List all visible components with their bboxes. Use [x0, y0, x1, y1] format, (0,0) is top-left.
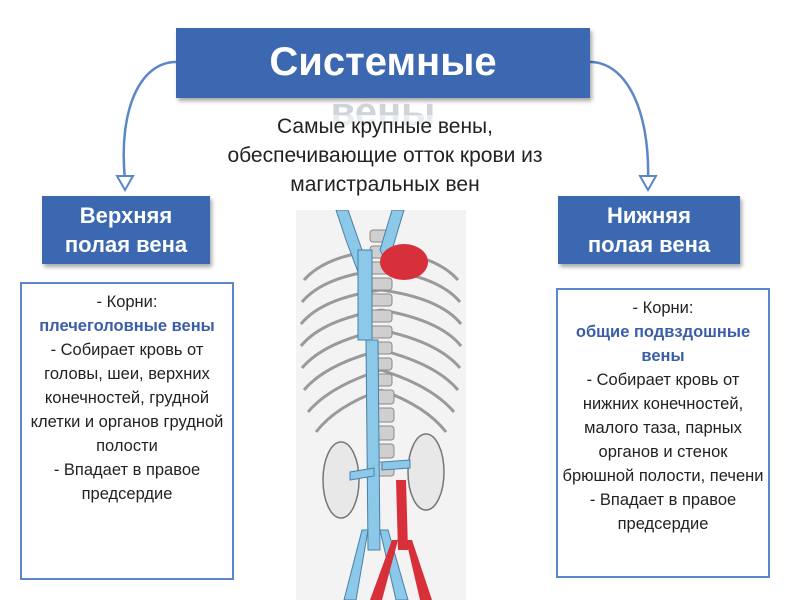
- inferior-drains-text: - Впадает в правое предсердие: [589, 491, 737, 533]
- superior-heading-line1: Верхняя: [79, 203, 173, 228]
- definition-line2: обеспечивающие отток крови из: [227, 144, 543, 167]
- title-line1: Системные: [269, 40, 497, 84]
- inferior-vena-cava-card: - Корни: общие подвздошные вены - Собира…: [556, 288, 770, 578]
- arteries-drawing: [370, 244, 432, 600]
- superior-roots-value: плечеголовные вены: [39, 317, 215, 335]
- superior-heading-line2: полая вена: [64, 232, 188, 257]
- superior-roots-label: - Корни:: [96, 293, 158, 311]
- inferior-heading-line1: Нижняя: [607, 203, 691, 228]
- superior-collects-text: - Собирает кровь от головы, шеи, верхних…: [30, 341, 224, 455]
- arrow-left-head: [115, 175, 135, 193]
- definition-text: Самые крупные вены, обеспечивающие отток…: [170, 112, 600, 199]
- definition-line3: магистральных вен: [290, 173, 480, 196]
- arrow-right-head: [638, 175, 658, 193]
- superior-vena-cava-heading: Верхняя полая вена: [42, 196, 210, 264]
- inferior-vena-cava-heading: Нижняя полая вена: [558, 196, 740, 264]
- inferior-collects-text: - Собирает кровь от нижних конечностей, …: [562, 371, 764, 485]
- anatomy-illustration: [296, 210, 466, 600]
- superior-vena-cava-card: - Корни: плечеголовные вены - Собирает к…: [20, 282, 234, 580]
- inferior-heading-line2: полая вена: [587, 232, 711, 257]
- title-box: Системные вены: [176, 28, 590, 134]
- inferior-roots-value: общие подвздошные вены: [575, 323, 751, 365]
- inferior-roots-label: - Корни:: [632, 299, 694, 317]
- right-kidney: [407, 433, 445, 511]
- definition-line1: Самые крупные вены,: [277, 115, 493, 138]
- veins-drawing: [335, 210, 411, 600]
- superior-drains-text: - Впадает в правое предсердие: [53, 461, 201, 503]
- left-kidney: [322, 441, 360, 519]
